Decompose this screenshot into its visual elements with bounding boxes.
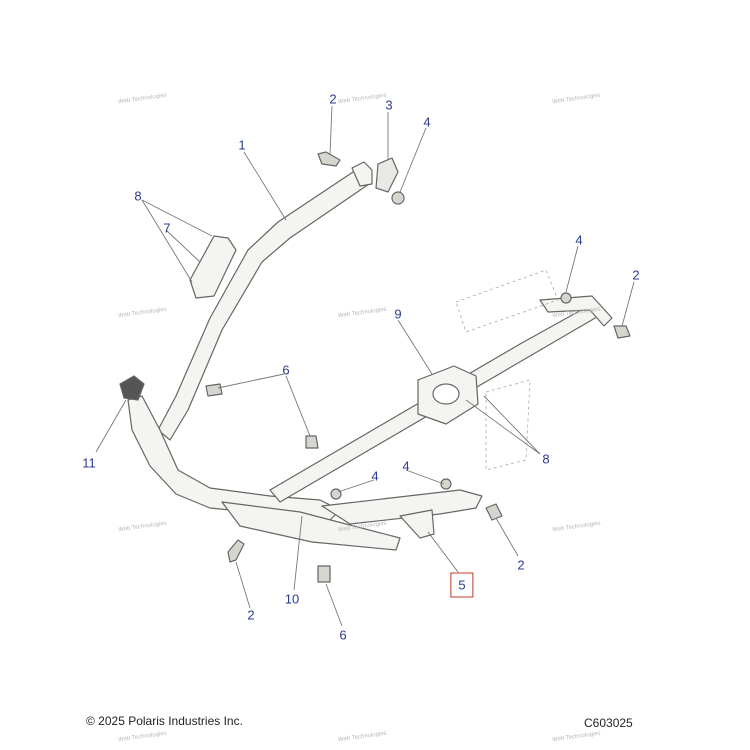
- frame-tube-lower: [127, 395, 341, 521]
- nut-part-4-b: [560, 292, 572, 304]
- tube-end-bracket: [351, 161, 373, 187]
- callout-part-8[interactable]: 8: [542, 451, 550, 467]
- bolt-part-2-a: [317, 151, 341, 167]
- bolt-part-2-b: [613, 325, 631, 339]
- diagram-code: C603025: [584, 716, 633, 730]
- phantom-bracket: [485, 379, 531, 471]
- skid-plate: [221, 501, 401, 551]
- callout-part-3[interactable]: 3: [385, 97, 393, 113]
- bolt-part-6-a: [205, 383, 223, 397]
- callout-part-2[interactable]: 2: [517, 557, 525, 573]
- bolt-part-6-b: [305, 435, 319, 449]
- nut-part-4-a: [391, 191, 405, 205]
- callout-part-9[interactable]: 9: [394, 306, 402, 322]
- phantom-rack: [455, 269, 559, 333]
- callout-part-2[interactable]: 2: [247, 607, 255, 623]
- bolt-part-2-c: [485, 503, 503, 521]
- nut-part-4-c: [440, 478, 452, 490]
- right-rail: [539, 295, 613, 327]
- copyright-notice: © 2025 Polaris Industries Inc.: [86, 714, 243, 728]
- callout-part-4[interactable]: 4: [371, 468, 379, 484]
- bracket-part-7: [189, 235, 237, 299]
- callout-part-11[interactable]: 11: [82, 455, 96, 471]
- callout-part-2[interactable]: 2: [329, 91, 337, 107]
- callout-part-8[interactable]: 8: [134, 188, 142, 204]
- callout-part-6[interactable]: 6: [339, 627, 347, 643]
- callout-part-10[interactable]: 10: [284, 591, 300, 607]
- callout-part-5-highlighted[interactable]: 5: [450, 572, 474, 598]
- lower-right-arm: [321, 489, 483, 525]
- callout-part-4[interactable]: 4: [402, 458, 410, 474]
- center-mount-hole: [432, 383, 460, 405]
- callout-part-6[interactable]: 6: [282, 362, 290, 378]
- callout-part-1[interactable]: 1: [238, 137, 246, 153]
- callout-part-4[interactable]: 4: [423, 114, 431, 130]
- nut-part-4-d: [330, 488, 342, 500]
- clip-part-3: [375, 157, 399, 193]
- bolt-part-2-d: [227, 539, 245, 563]
- frame-tube-upper: [157, 169, 373, 441]
- callout-part-2[interactable]: 2: [632, 267, 640, 283]
- grommet-part-11: [119, 375, 145, 401]
- bolt-part-6-c: [317, 565, 331, 583]
- bracket-part-5: [399, 509, 435, 539]
- callout-part-4[interactable]: 4: [575, 232, 583, 248]
- callout-part-7[interactable]: 7: [163, 220, 171, 236]
